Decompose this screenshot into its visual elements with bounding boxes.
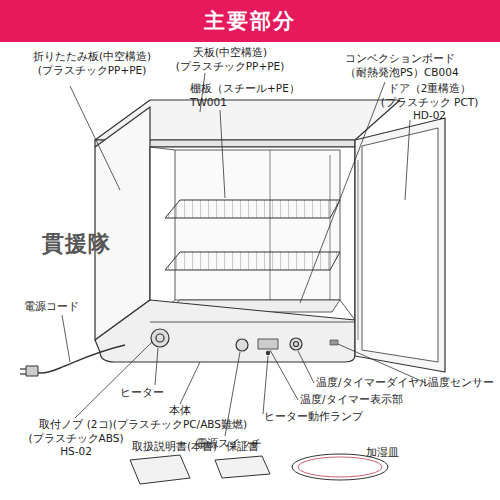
accessory-label: 取扱説明書(本書): [132, 440, 217, 454]
part-label: ドア（2重構造） (プラスチック PCT) HD-02: [372, 82, 487, 123]
part-label: 温度センサー: [428, 376, 494, 390]
part-label: ヒーター動作ランプ: [264, 410, 363, 424]
part-label: 天板(中空構造) (プラスチックPP+PE): [160, 46, 300, 73]
part-label: 温度/タイマー表示部: [300, 393, 403, 407]
watermark: 貫援隊: [42, 230, 111, 259]
part-label: 棚板（スチール+PE） TW001: [190, 82, 308, 109]
part-label: 本体 (プラスチックPC/ABS難燃): [105, 404, 255, 431]
part-label: 電源コード: [24, 300, 79, 314]
page-title: 主要部分: [0, 7, 500, 35]
part-label: コンベクションボード （耐熱発泡PS）CB004: [345, 52, 475, 79]
part-label: 取付ノブ (2コ) (プラスチックABS) HS-02: [22, 418, 130, 459]
part-label: ヒーター: [120, 386, 164, 400]
accessory-label: 保証書: [226, 440, 259, 454]
accessory-label: 加湿皿: [366, 446, 399, 460]
part-label: 温度/タイマーダイヤル: [316, 376, 430, 390]
part-label: 折りたたみ板(中空構造) (プラスチックPP+PE): [22, 50, 162, 77]
